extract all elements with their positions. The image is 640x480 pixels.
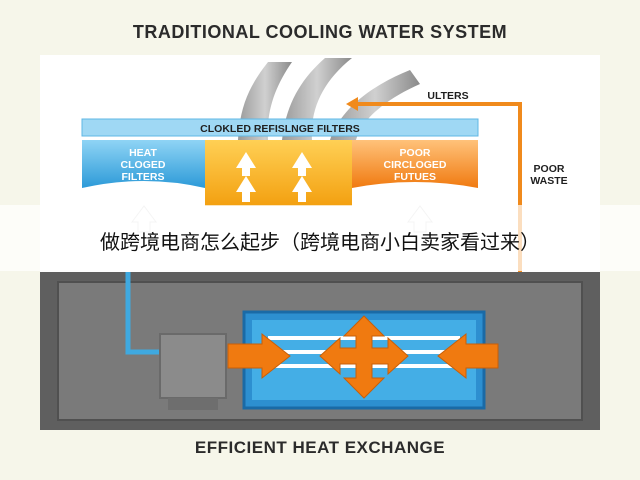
- up-arrow-icon: [236, 152, 256, 176]
- poor-circloged-futues-panel: [352, 140, 478, 188]
- diagram-title: TRADITIONAL COOLING WATER SYSTEM: [132, 22, 508, 42]
- up-arrow-icon: [236, 176, 256, 202]
- heat-source-panel: [205, 140, 352, 206]
- ulters-label: ULTERS: [427, 90, 468, 102]
- right-arrow-icon: [227, 332, 291, 380]
- up-arrow-icon: [292, 176, 312, 202]
- left-arrow-icon: [346, 97, 358, 111]
- up-arrow-icon: [292, 152, 312, 176]
- right-panel-label-2: CIRCLOGED: [384, 159, 447, 171]
- pump-box: [159, 333, 227, 399]
- pump-base: [168, 398, 218, 410]
- filter-bar-label: CLOKLED REFISLNGE FILTERS: [200, 123, 360, 135]
- left-panel-label-1: HEAT: [129, 147, 157, 159]
- overlay-banner: [0, 205, 640, 271]
- supply-pipe: [125, 272, 166, 355]
- right-panel-label-3: FUTUES: [394, 171, 436, 183]
- diagram-bottom-title: EFFICIENT HEAT EXCHANGE: [194, 438, 446, 457]
- filter-bar: [81, 118, 479, 137]
- four-way-arrow-icon: [319, 315, 409, 399]
- overlay-text: 做跨境电商怎么起步（跨境电商小白卖家看过来）: [100, 230, 540, 254]
- poor-waste-label-2: WASTE: [530, 175, 567, 187]
- heat-cloged-filters-panel: [82, 140, 205, 188]
- heat-up-arrows: [236, 152, 312, 202]
- right-panel-label-1: POOR: [400, 147, 431, 159]
- left-panel-label-2: CLOGED: [121, 159, 166, 171]
- left-panel-label-3: FILTERS: [122, 171, 165, 183]
- left-arrow-icon: [437, 332, 499, 380]
- poor-waste-label-1: POOR: [534, 163, 565, 175]
